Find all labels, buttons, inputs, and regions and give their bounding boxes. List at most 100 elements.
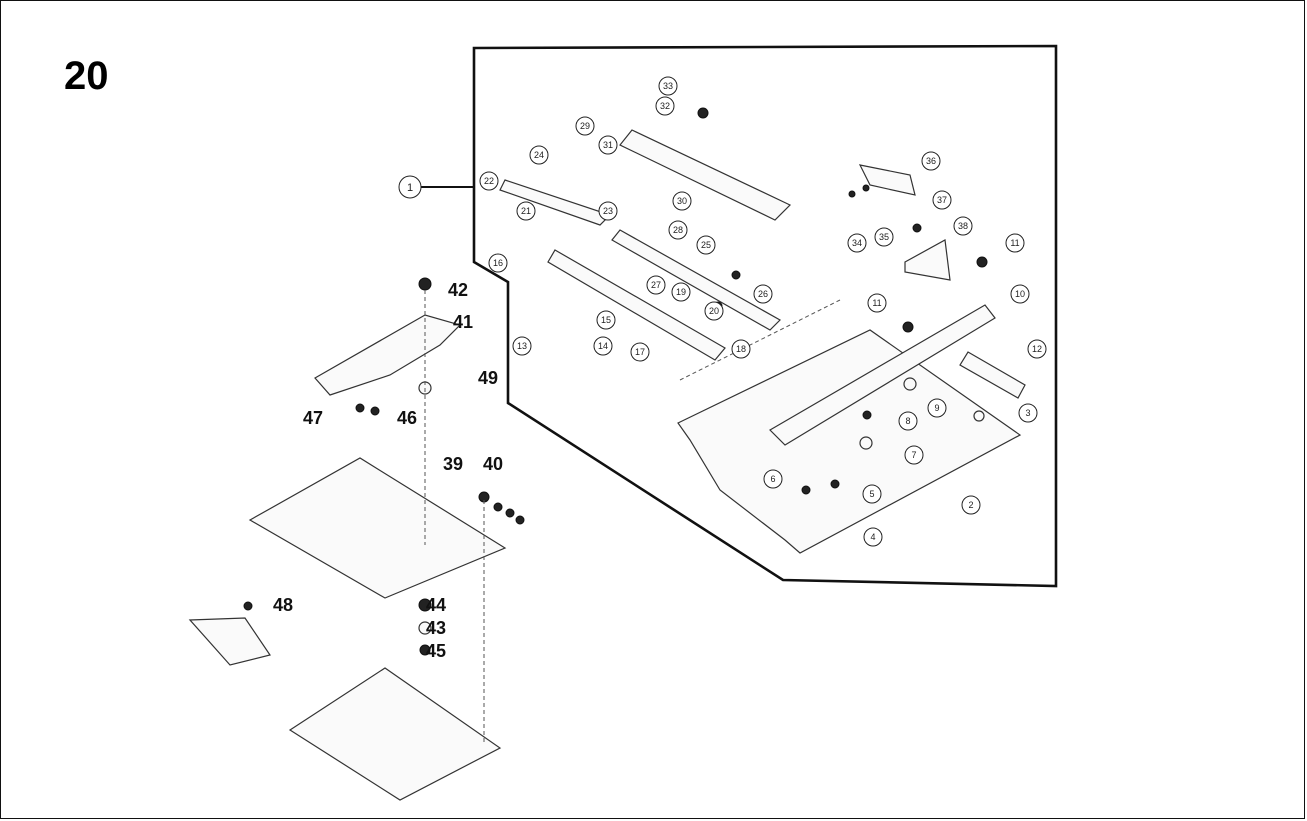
callout-circle [1010,284,1030,304]
callout-label: 18 [736,344,746,354]
upper-parts [499,107,1026,554]
washer [903,377,917,391]
callout-circle [672,191,692,211]
callout-label: 3 [1025,408,1030,418]
callout-circle [753,284,773,304]
callout-circle [488,253,508,273]
nut-45 [419,644,431,656]
screw [912,223,922,233]
callout-label: 15 [601,315,611,325]
callout-large-label: 45 [426,641,446,661]
screw [493,502,503,512]
top-plate [619,129,792,221]
callout-label: 22 [484,176,494,186]
callout-circle [704,301,724,321]
callout-label: 21 [521,206,531,216]
bracket-36 [858,164,916,196]
callout-label: 32 [660,101,670,111]
plate-39 [248,457,507,599]
callout-label: 35 [879,232,889,242]
callout-label: 34 [852,238,862,248]
callout-label: 6 [770,474,775,484]
screw [505,508,515,518]
callout-circle [921,151,941,171]
screw [515,515,525,525]
feed-bar [547,249,726,361]
screw [848,190,856,198]
callout-label: 20 [709,306,719,316]
callout-large-label: 40 [483,454,503,474]
callout-circle [596,310,616,330]
callout-circle [1018,403,1038,423]
washer-43 [418,621,432,635]
callout-circle [862,484,882,504]
callout-large-label: 42 [448,280,468,300]
callout-label: 30 [677,196,687,206]
callout-label: 29 [580,121,590,131]
callout-large-label: 46 [397,408,417,428]
callout-circle [953,216,973,236]
callout-label: 11 [1010,238,1019,248]
bracket-38 [904,239,951,281]
cover-41 [314,314,462,396]
callout-large-label: 39 [443,454,463,474]
screw-47 [355,403,365,413]
callout-circle [696,235,716,255]
callout-circle [630,342,650,362]
washer [859,436,873,450]
callout-circle [1005,233,1025,253]
long-lever [769,304,996,446]
screw [902,321,914,333]
screw [697,107,709,119]
callout-circle [1027,339,1047,359]
callout-label: 31 [603,140,613,150]
callout-large-label: 48 [273,595,293,615]
callout-label: 4 [870,532,875,542]
callout-circle [529,145,549,165]
callout-large-label: 44 [426,595,446,615]
callout-circle [904,445,924,465]
screw-46 [370,406,380,416]
callout-circle [598,201,618,221]
screw [731,270,741,280]
screw-42 [418,277,432,291]
callout-large-label: 47 [303,408,323,428]
screw [862,184,870,192]
callout-label: 27 [651,280,661,290]
callout-label: 1 [407,182,413,194]
callout-label: 9 [934,403,939,413]
screw [801,485,811,495]
callout-circle [867,293,887,313]
screw-48 [243,601,253,611]
callout-label: 17 [635,347,645,357]
callout-label: 16 [493,258,503,268]
callout-label: 10 [1015,289,1025,299]
callout-label: 24 [534,150,544,160]
callout-label: 28 [673,225,683,235]
callout-label: 11 [872,298,881,308]
callout-circle [598,135,618,155]
callout-circle [655,96,675,116]
callout-label: 38 [958,221,968,231]
callout-label: 2 [968,500,973,510]
callout-circle [763,469,783,489]
callout-circle [927,398,947,418]
callout-circle [512,336,532,356]
callout-label: 5 [869,489,874,499]
arm-plate [499,179,612,226]
callout-circle [863,527,883,547]
callout-large-label: 43 [426,618,446,638]
callout-circle [575,116,595,136]
center-line [679,299,841,381]
screw [976,256,988,268]
callout-label: 37 [937,195,947,205]
callout-label: 13 [517,341,527,351]
short-lever [959,351,1026,399]
callout-label: 7 [911,450,916,460]
bracket-48 [188,617,271,666]
callout-circle [646,275,666,295]
callout-label: 23 [603,206,613,216]
